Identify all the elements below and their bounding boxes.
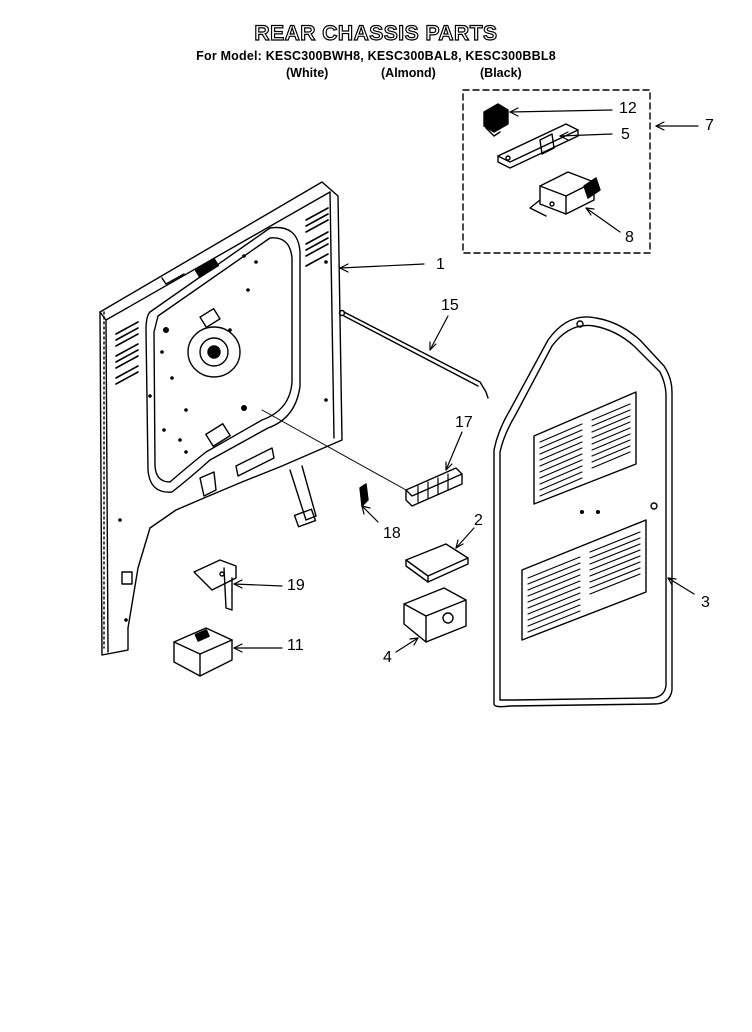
part-8-switch [529,171,601,217]
leader-lines [233,107,699,653]
callout-18: 18 [383,525,401,542]
model-list: For Model: KESC300BWH8, KESC300BAL8, KES… [196,49,556,63]
page-title: REAR CHASSIS PARTS [254,21,498,45]
callout-17: 17 [455,414,473,431]
callout-19: 19 [287,577,305,594]
rear-chassis-panel [99,181,343,656]
variant-almond: (Almond) [381,66,436,80]
small-bracket [193,559,237,611]
variant-black: (Black) [480,66,522,80]
wire-clip [359,483,369,507]
callout-11: 11 [287,637,304,654]
callout-1: 1 [436,256,445,273]
callout-15: 15 [441,297,459,314]
callout-3: 3 [701,594,710,611]
callout-5: 5 [621,126,630,143]
callout-8: 8 [625,229,634,246]
part-12-clip [483,103,509,137]
bracket-plate [405,543,469,583]
terminal-block [261,409,463,507]
variant-white: (White) [286,66,329,80]
relay-box [173,627,233,677]
rear-cover-panel [493,316,673,708]
part-5-bracket [497,123,579,169]
callout-12: 12 [619,100,637,117]
kit-group-box [462,89,651,254]
callout-2: 2 [474,512,483,529]
box-bracket [403,587,467,643]
callout-4: 4 [383,649,392,666]
support-rod [338,309,489,399]
callout-7: 7 [705,117,714,134]
